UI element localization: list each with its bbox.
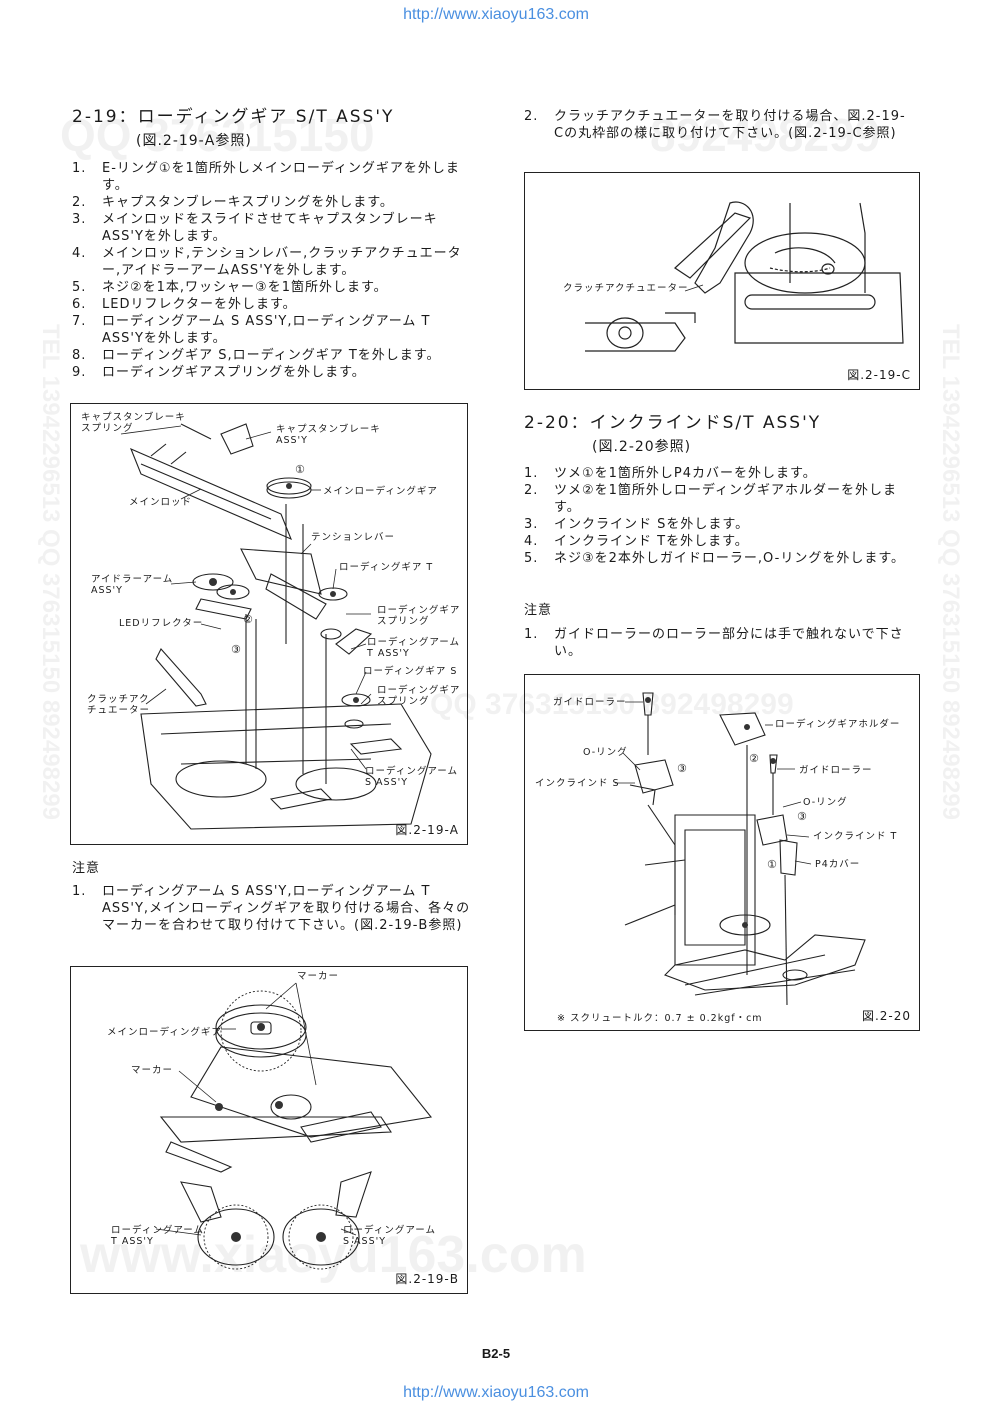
watermark: www.xiaoyu163.com <box>80 1226 587 1284</box>
label-guide-roller-s: ガイドローラー <box>553 697 627 708</box>
section-heading-2-20: 2-20：インクラインドS/T ASS'Y <box>524 413 822 433</box>
label-washer-3: ③ <box>231 643 242 656</box>
watermark: TEL 13942296513 QQ 376315150 892498299 <box>37 324 64 820</box>
figure-caption-2-20: 図.2-20 <box>861 1009 911 1023</box>
procedure-list-2-19-cont: 2.クラッチアクチュエーターを取り付ける場合、図.2-19-Cの丸枠部の様に取り… <box>524 108 914 142</box>
label-marker-top: マーカー <box>297 971 340 982</box>
list-item: 8.ローディングギア S,ローディングギア Tを外します。 <box>72 348 441 363</box>
label-loading-gear-s: ローディングギア S <box>363 666 458 677</box>
section-heading-2-19: 2-19：ローディングギア S/T ASS'Y <box>72 107 395 127</box>
list-item: 9.ローディングギアスプリングを外します。 <box>72 365 366 380</box>
label-main-loading-gear: メインローディングギア <box>323 486 438 497</box>
label-o-ring-s: O-リング <box>583 747 628 758</box>
label-screw-3-t: ③ <box>797 810 808 823</box>
label-tab-1: ① <box>767 858 778 871</box>
label-loading-gear-t: ローディングギア T <box>339 562 434 573</box>
note-list-right: 1.ガイドローラーのローラー部分には手で触れないで下さい。 <box>524 626 916 660</box>
list-item: 2.キャプスタンブレーキスプリングを外します。 <box>72 195 394 210</box>
header-url[interactable]: http://www.xiaoyu163.com <box>403 6 589 23</box>
list-item: 3.メインロッドをスライドさせてキャプスタンブレーキASS'Yを外します。 <box>72 212 438 244</box>
label-idler-arm-assy: アイドラーアーム ASS'Y <box>91 574 174 596</box>
list-item: 4.インクラインド Tを外します。 <box>524 534 749 549</box>
list-item: 2.ツメ②を1箇所外しローディングギアホルダーを外します。 <box>524 483 898 515</box>
label-loading-arm-t-assy: ローディングアーム T ASS'Y <box>367 637 460 659</box>
note-title-left: 注意 <box>72 861 101 876</box>
marker-alignment-diagram <box>155 982 433 1270</box>
label-p4-cover: P4カバー <box>815 859 861 870</box>
label-screw-3-s: ③ <box>677 762 688 775</box>
label-loading-gear-holder: ローディングギアホルダー <box>775 719 901 730</box>
incline-assembly-diagram <box>615 692 866 1006</box>
list-item: 5.ネジ③を2本外しガイドローラー,O-リングを外します。 <box>524 551 906 566</box>
screw-torque-footnote: ※ スクリュートルク：0.7 ± 0.2kgf・cm <box>557 1013 763 1024</box>
label-incline-s: インクラインド S <box>535 778 620 789</box>
watermark: QQ 376315150 892498299 <box>430 688 794 721</box>
label-guide-roller-t: ガイドローラー <box>799 765 873 776</box>
section-subheading-2-19: (図.2-19-A参照) <box>136 133 252 149</box>
figure-caption-2-19-c: 図.2-19-C <box>847 368 911 382</box>
figure-2-20: ガイドローラー ローディングギアホルダー ② O-リング ③ ガイドローラー イ… <box>524 674 920 1031</box>
procedure-list-2-19: 1.E-リング①を1箇所外しメインローディングギアを外します。 2.キャプスタン… <box>72 160 472 381</box>
list-item: 6.LEDリフレクターを外します。 <box>72 297 297 312</box>
label-capstan-brake-spring: キャプスタンブレーキ スプリング <box>81 412 186 434</box>
list-item: 3.インクラインド Sを外します。 <box>524 517 750 532</box>
note-list-left: 1.ローディングアーム S ASS'Y,ローディングアーム T ASS'Y,メイ… <box>72 883 472 934</box>
list-item: 1.ツメ①を1箇所外しP4カバーを外します。 <box>524 466 817 481</box>
list-item: 1.E-リング①を1箇所外しメインローディングギアを外します。 <box>72 161 460 193</box>
figure-caption-2-19-a: 図.2-19-A <box>395 823 459 837</box>
label-loading-arm-s-assy: ローディングアーム S ASS'Y <box>365 766 458 788</box>
list-item: 1.ローディングアーム S ASS'Y,ローディングアーム T ASS'Y,メイ… <box>72 884 471 933</box>
label-led-reflector: LEDリフレクター <box>119 618 204 629</box>
label-loading-arm-t-assy: ローディングアーム T ASS'Y <box>111 1225 204 1247</box>
list-item: 1.ガイドローラーのローラー部分には手で触れないで下さい。 <box>524 627 904 659</box>
procedure-list-2-20: 1.ツメ①を1箇所外しP4カバーを外します。 2.ツメ②を1箇所外しローディング… <box>524 465 916 567</box>
label-clutch-actuator: クラッチアクチュエーター <box>563 283 689 294</box>
watermark: TEL 13942296513 QQ 376315150 892498299 <box>937 324 964 820</box>
clutch-actuator-diagram <box>585 201 904 352</box>
list-item: 2.クラッチアクチュエーターを取り付ける場合、図.2-19-Cの丸枠部の様に取り… <box>524 109 906 141</box>
label-loading-gear-spring-t: ローディングギア スプリング <box>377 605 461 627</box>
footer-url[interactable]: http://www.xiaoyu163.com <box>403 1384 589 1401</box>
watermark: QQ 376315150 <box>60 109 375 161</box>
label-loading-arm-s-assy: ローディングアーム S ASS'Y <box>343 1225 436 1247</box>
label-tension-lever: テンションレバー <box>311 532 396 543</box>
figure-2-19-a: キャプスタンブレーキ スプリング キャプスタンブレーキ ASS'Y ① メインロ… <box>70 403 468 845</box>
note-title-right: 注意 <box>524 603 553 618</box>
label-screw-2: ② <box>243 613 254 626</box>
page-number: B2-5 <box>481 1346 511 1361</box>
label-e-ring-1: ① <box>295 463 306 476</box>
label-incline-t: インクラインド T <box>813 831 898 842</box>
exploded-diagram-2-19-a <box>120 423 432 830</box>
label-marker-side: マーカー <box>131 1065 174 1076</box>
section-subheading-2-20: (図.2-20参照) <box>592 439 692 455</box>
label-tab-2: ② <box>749 752 760 765</box>
figure-2-19-b: マーカー メインローディングギア マーカー ローディングアーム T ASS'Y … <box>70 966 468 1294</box>
label-loading-gear-spring-s: ローディングギア スプリング <box>377 685 461 707</box>
label-o-ring-t: O-リング <box>803 797 848 808</box>
list-item: 5.ネジ②を1本,ワッシャー③を1箇所外します。 <box>72 280 388 295</box>
list-item: 7.ローディングアーム S ASS'Y,ローディングアーム T ASS'Yを外し… <box>72 314 431 346</box>
label-clutch-actuator: クラッチアク チュエーター <box>87 694 151 716</box>
label-main-rod: メインロッド <box>129 497 193 508</box>
figure-caption-2-19-b: 図.2-19-B <box>395 1272 459 1286</box>
label-capstan-brake-assy: キャプスタンブレーキ ASS'Y <box>276 424 381 446</box>
label-main-loading-gear: メインローディングギア <box>107 1027 222 1038</box>
list-item: 4.メインロッド,テンションレバー,クラッチアクチュエーター,アイドラーアームA… <box>72 246 462 278</box>
figure-2-19-c: クラッチアクチュエーター 図.2-19-C <box>524 172 920 390</box>
watermark: 892498299 <box>650 109 881 161</box>
